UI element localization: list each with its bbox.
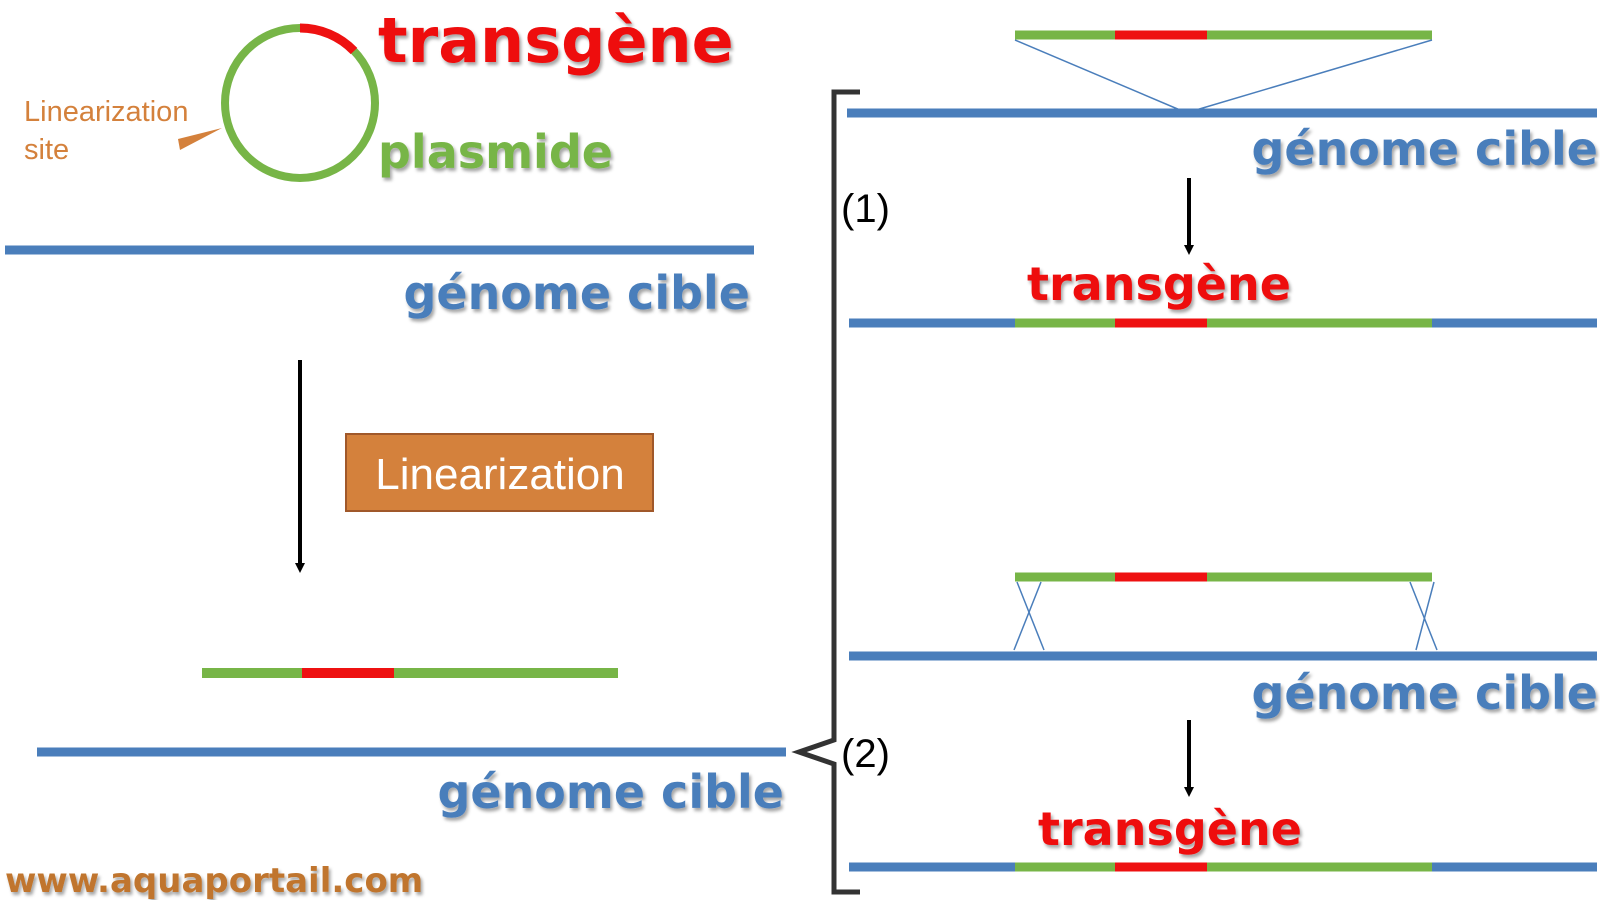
linearization-box-bg	[345, 433, 654, 512]
step1-crossover-lines	[1014, 39, 1433, 111]
plasmid-transgene-segment	[299, 23, 358, 55]
website-watermark: www.aquaportail.com	[5, 861, 423, 900]
genome-label-step2: génome cible	[1251, 666, 1598, 720]
transgene-label-step1: transgène	[1027, 257, 1291, 311]
linearization-site-pointer	[178, 128, 222, 150]
transgene-label-step2: transgène	[1038, 802, 1302, 856]
linearization-site-label-line1: Linearization	[24, 96, 188, 128]
genome-label-left-bottom: génome cible	[437, 765, 784, 819]
step1-crossover-right	[1195, 39, 1433, 111]
linearization-box: Linearization	[345, 433, 654, 512]
step-2-label: (2)	[841, 732, 890, 776]
step2-crossover-lines	[1013, 581, 1438, 651]
plasmid-diagram	[178, 23, 379, 182]
step-1-label: (1)	[841, 187, 890, 231]
plasmid-transgene-label: transgène	[378, 4, 734, 77]
step2-crossover-right-b	[1415, 581, 1435, 651]
choice-bracket	[791, 89, 860, 895]
step1-crossover-left	[1014, 39, 1181, 111]
genome-label-step1: génome cible	[1251, 122, 1598, 176]
step2-crossover-left-a	[1016, 581, 1045, 651]
linearization-box-label: Linearization	[375, 450, 625, 499]
genome-label-left-top: génome cible	[403, 266, 750, 320]
plasmid-label: plasmide	[378, 125, 613, 179]
linearization-site-label-line2: site	[24, 134, 69, 166]
step2-crossover-left-b	[1013, 581, 1042, 651]
step2-crossover-right-a	[1409, 581, 1438, 651]
